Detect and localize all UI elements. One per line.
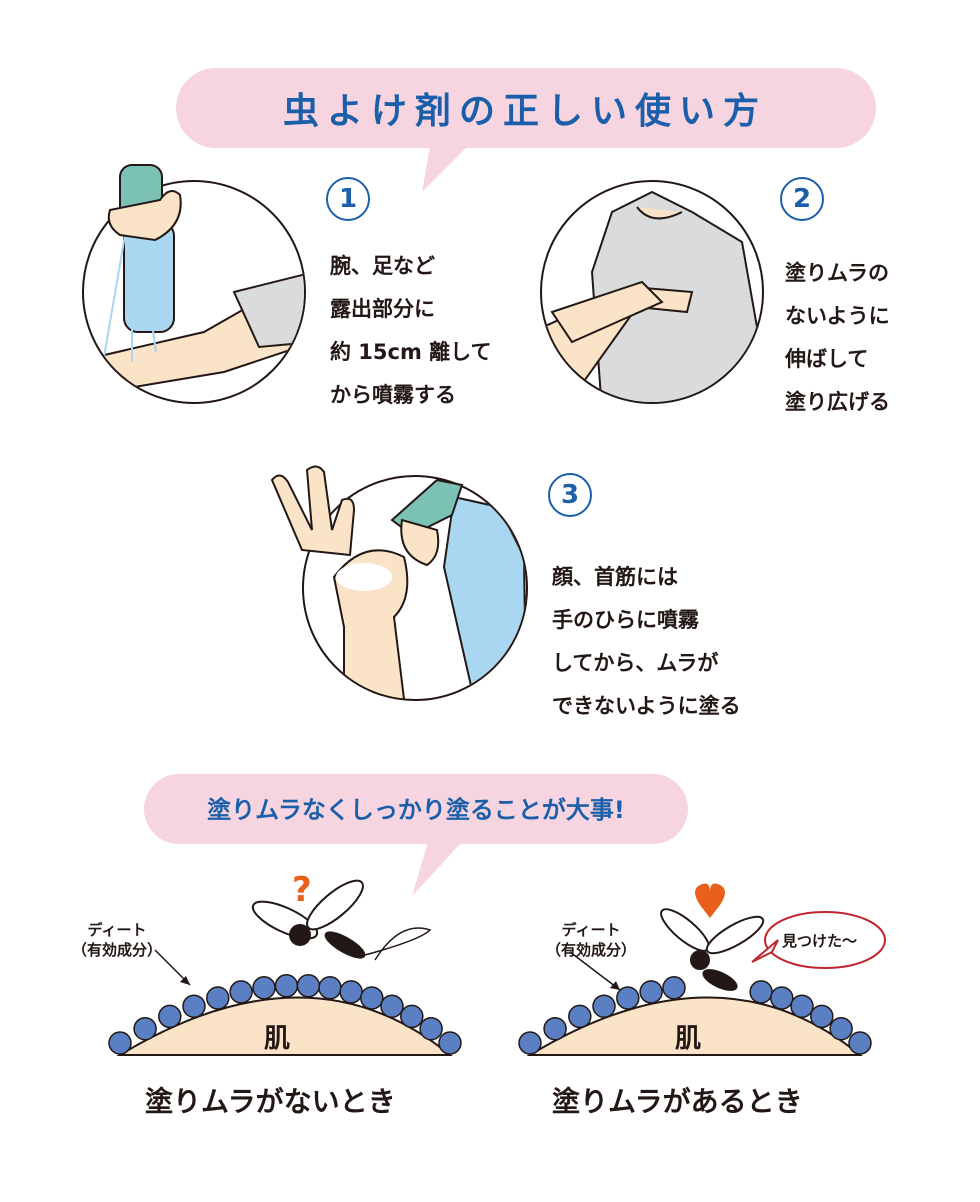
panel2-skin-diagram: [518, 883, 886, 1056]
step1-number: 1: [326, 177, 370, 221]
step3-hands: [270, 465, 464, 567]
deet-dot: [400, 1004, 424, 1029]
deet-dot: [206, 986, 230, 1010]
panel1-deet-label: ディート （有効成分）: [71, 921, 162, 959]
deet-dot: [616, 986, 640, 1010]
deet-dot: [810, 1004, 834, 1029]
panel1-caption: 塗りムラがないとき: [145, 1085, 396, 1118]
deet-dot: [770, 986, 794, 1010]
deet-dot: [662, 976, 686, 1000]
deet-dot: [419, 1016, 443, 1041]
panel2-caption: 塗りムラがあるとき: [552, 1085, 803, 1118]
deet-dot: [133, 1016, 157, 1041]
deet-dot: [296, 974, 321, 998]
deet-dot: [229, 980, 253, 1004]
deet-dot: [380, 994, 404, 1018]
deet-dot: [749, 980, 773, 1004]
question-mark: ?: [292, 870, 312, 910]
deet-dot: [182, 994, 206, 1018]
deet-dot: [592, 994, 616, 1018]
step1-text: 腕、足など 露出部分に 約 15cm 離して から噴霧する: [330, 254, 492, 407]
step3-text: 顔、首筋には 手のひらに噴霧 してから、ムラが できないように塗る: [552, 565, 741, 718]
deet-dot: [568, 1004, 592, 1029]
deet-dot: [543, 1016, 567, 1041]
deet-dot: [108, 1031, 132, 1055]
panel2-deet-label: ディート （有効成分）: [545, 921, 636, 959]
panel1-skin-diagram: [108, 879, 462, 1056]
speech-bubble-text: 見つけた～: [782, 932, 858, 950]
deet-dot: [318, 976, 342, 1000]
deet-dot: [829, 1016, 853, 1041]
title-bubble-tail: [422, 146, 468, 192]
deet-dot: [158, 1004, 182, 1029]
step2-text: 塗りムラの ないように 伸ばして 塗り広げる: [785, 261, 890, 414]
deet-dot: [274, 974, 299, 998]
deet-dot: [438, 1031, 462, 1055]
deet-dot: [790, 994, 814, 1018]
deet-dot: [518, 1031, 542, 1055]
key-message: 塗りムラなくしっかり塗ることが大事!: [207, 796, 625, 824]
title-bubble: [176, 68, 876, 148]
step3-number: 3: [548, 473, 592, 517]
step1-bottle-top: [107, 164, 182, 242]
step2-number: 2: [780, 177, 824, 221]
deet-dot: [252, 976, 276, 1000]
deet-dot: [848, 1031, 872, 1055]
deet-dot: [339, 980, 363, 1004]
deet-dot: [360, 986, 384, 1010]
panel2-skin-label: 肌: [675, 1024, 702, 1054]
step1-illustration: [82, 180, 306, 404]
step2-illustration: [540, 180, 764, 404]
page-title: 虫よけ剤の正しい使い方: [282, 91, 767, 132]
key-message-bubble: [144, 774, 688, 844]
deet-dot: [639, 980, 663, 1004]
panel1-skin-label: 肌: [264, 1024, 291, 1054]
